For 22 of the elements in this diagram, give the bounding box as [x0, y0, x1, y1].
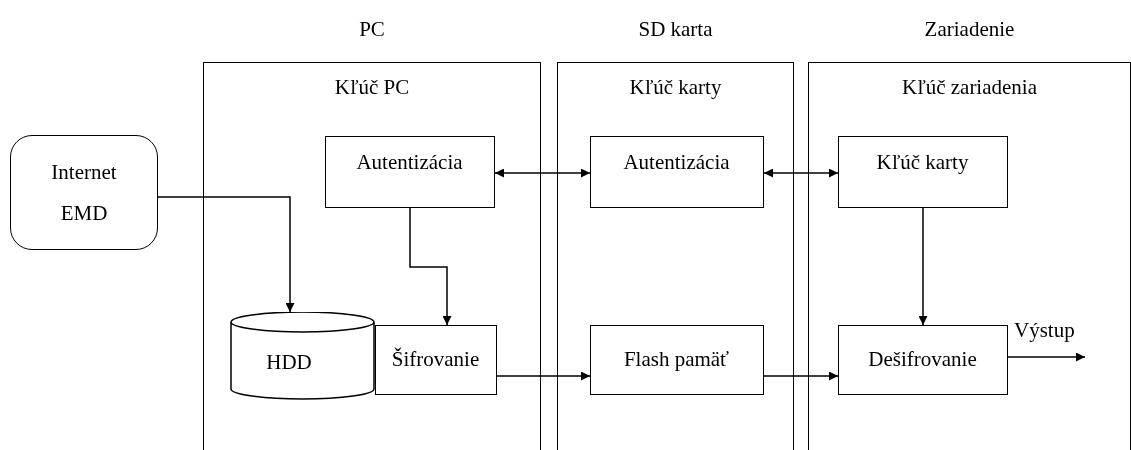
arrow: [763, 168, 839, 178]
process-box: Dešifrovanie: [837, 324, 1008, 395]
panel-title: SD karta: [637, 17, 714, 42]
process-box: Autentizácia: [324, 135, 495, 208]
arrow: [1007, 352, 1086, 362]
process-box: Šifrovanie: [374, 324, 497, 395]
arrow: [496, 371, 591, 381]
panel-heading: Kľúč PC: [333, 75, 411, 100]
panel-heading: Kľúč zariadenia: [900, 75, 1038, 100]
node-label: HDD: [266, 348, 312, 376]
panel-title: Zariadenie: [923, 17, 1016, 42]
panel-heading: Kľúč karty: [628, 75, 723, 100]
arrow: [157, 196, 295, 313]
arrow: [494, 168, 591, 178]
process-box: Autentizácia: [589, 135, 764, 208]
process-box: Flash pamäť: [589, 324, 764, 395]
arrow: [409, 207, 452, 326]
arrow: [918, 207, 928, 326]
process-box: Kľúč karty: [837, 135, 1008, 208]
arrow: [763, 371, 839, 381]
source-box: Internet EMD: [10, 135, 158, 250]
panel-title: PC: [358, 17, 386, 42]
